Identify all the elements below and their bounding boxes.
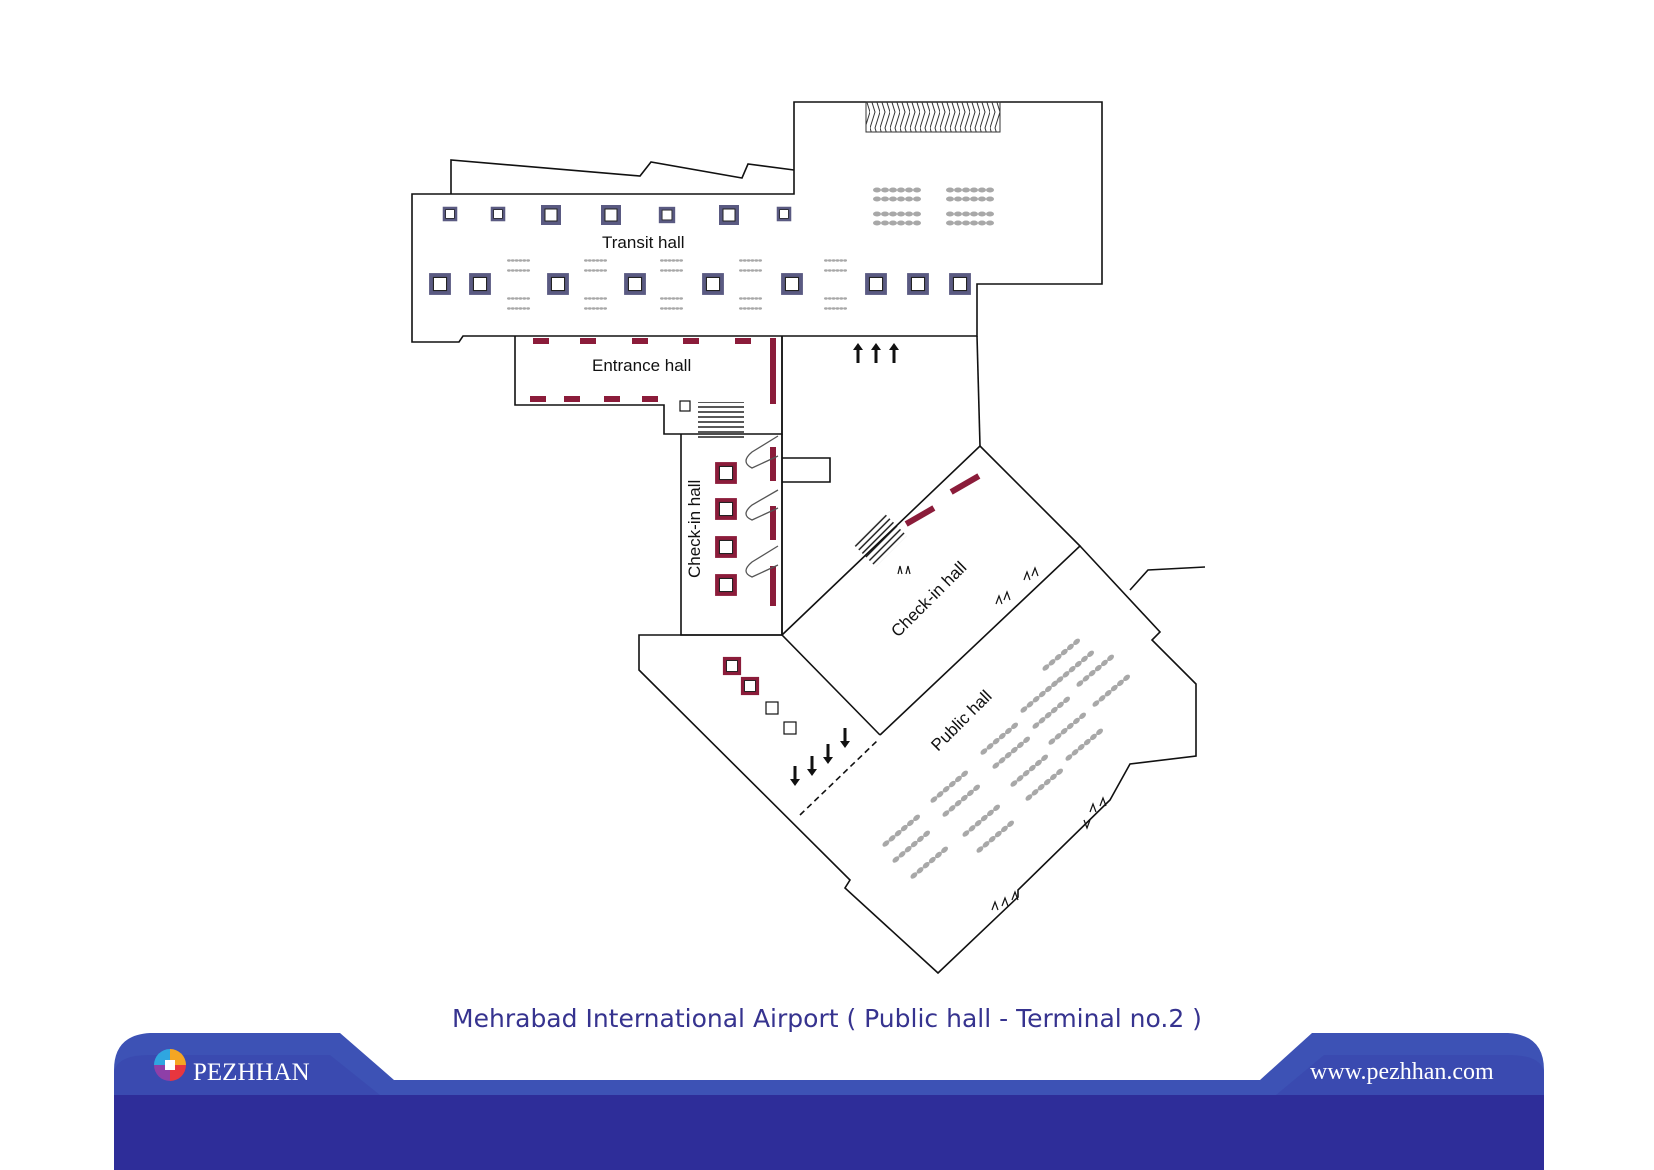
pinwheel-logo-icon — [154, 1049, 186, 1081]
stairs-icon — [853, 513, 907, 567]
check-in-hall-left-label: Check-in hall — [685, 480, 704, 578]
kiosk-icon — [722, 656, 797, 735]
seating-rows — [881, 637, 1132, 880]
brand-name: PEZHHAN — [193, 1059, 310, 1086]
building-outline — [411, 101, 1206, 975]
kiosk-icon — [714, 461, 738, 597]
vent-grille — [865, 101, 1001, 133]
info-desk — [679, 400, 691, 412]
map-caption: Mehrabad International Airport ( Public … — [452, 1004, 1202, 1033]
stairs-icon — [698, 402, 744, 440]
footer-band — [114, 1033, 1544, 1170]
website-link[interactable]: www.pezhhan.com — [1310, 1059, 1494, 1085]
counter-desks — [530, 338, 981, 606]
baggage-conveyor — [745, 435, 779, 578]
kiosk-icon — [428, 204, 972, 296]
arrow-down-icon — [790, 728, 850, 786]
arrow-up-icon — [853, 343, 899, 363]
public-hall-label: Public hall — [927, 687, 995, 755]
escalator-icon — [897, 565, 1107, 911]
entrance-hall-label: Entrance hall — [592, 356, 691, 375]
check-in-hall-right-label: Check-in hall — [887, 558, 970, 641]
transit-hall-label: Transit hall — [602, 233, 685, 252]
